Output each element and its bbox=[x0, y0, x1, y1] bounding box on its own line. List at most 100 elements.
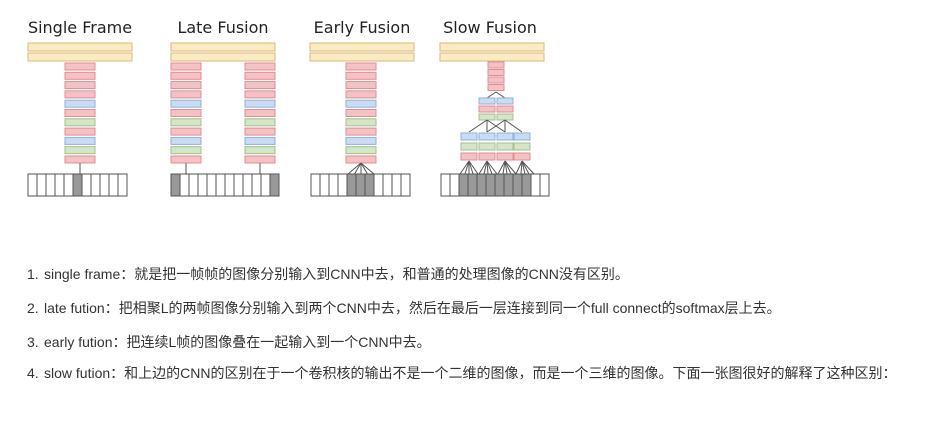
conv-layer-block bbox=[170, 81, 202, 90]
video-frame bbox=[346, 173, 357, 197]
connection-line bbox=[464, 160, 470, 175]
conv-layer-block bbox=[345, 118, 377, 127]
conv-layer-block bbox=[345, 109, 377, 117]
note-late-fusion: 2.late fution：把相聚L的两帧图像分别输入到两个CNN中去，然后在最… bbox=[0, 296, 947, 320]
video-frame bbox=[449, 173, 460, 197]
slow-fusion-low-block bbox=[513, 132, 531, 141]
conv-layer-block bbox=[170, 146, 202, 155]
panel-title-slow-fusion: Slow Fusion bbox=[443, 18, 537, 37]
slow-fusion-mid-block bbox=[496, 105, 514, 113]
conv-layer-block bbox=[170, 71, 202, 80]
conv-layer-block bbox=[64, 118, 96, 127]
video-frame bbox=[319, 173, 330, 197]
panel-title-late-fusion: Late Fusion bbox=[177, 18, 268, 37]
video-frame bbox=[391, 173, 402, 197]
conv-layer-block bbox=[345, 62, 377, 71]
video-frame bbox=[440, 173, 451, 197]
video-frame bbox=[215, 173, 226, 197]
conv-layer-block bbox=[170, 90, 202, 99]
note-text: single frame：就是把一帧帧的图像分别输入到CNN中去，和普通的处理图… bbox=[44, 266, 629, 282]
conv-layer-block bbox=[64, 109, 96, 117]
connection-line bbox=[521, 160, 526, 175]
conv-layer-block bbox=[345, 90, 377, 99]
connection-line bbox=[468, 160, 479, 175]
connection-line bbox=[354, 162, 362, 175]
connection-line bbox=[347, 162, 362, 175]
conv-layer-block bbox=[64, 155, 96, 164]
conv-layer-block bbox=[170, 99, 202, 108]
video-frame bbox=[72, 173, 83, 197]
connection-line bbox=[502, 160, 506, 175]
conv-layer-block bbox=[244, 90, 276, 99]
slow-fusion-low-block bbox=[496, 142, 514, 151]
video-frame bbox=[310, 173, 321, 197]
conv-layer-block bbox=[345, 127, 377, 136]
video-frame bbox=[485, 173, 496, 197]
conv-layer-block bbox=[345, 71, 377, 80]
slow-fusion-low-block bbox=[460, 132, 478, 141]
video-frame bbox=[188, 173, 199, 197]
conv-layer-block bbox=[244, 136, 276, 145]
slow-fusion-low-block bbox=[460, 152, 478, 161]
connection-line bbox=[504, 160, 512, 175]
note-early-fusion: 3.early fution：把连续L帧的图像叠在一起输入到一个CNN中去。 bbox=[0, 330, 947, 354]
note-text: late fution：把相聚L的两帧图像分别输入到两个CNN中去，然后在最后一… bbox=[44, 300, 781, 316]
note-single-frame: 1. single frame：就是把一帧帧的图像分别输入到CNN中去，和普通的处… bbox=[0, 262, 947, 286]
connection-line bbox=[459, 160, 470, 175]
video-frame bbox=[206, 173, 217, 197]
slow-fusion-low-block bbox=[460, 142, 478, 151]
video-frame bbox=[233, 173, 244, 197]
conv-layer-block bbox=[244, 146, 276, 155]
conv-layer-block bbox=[487, 69, 505, 76]
video-frame bbox=[337, 173, 348, 197]
connection-line bbox=[495, 91, 506, 99]
conv-layer-block bbox=[170, 62, 202, 71]
conv-layer-block bbox=[345, 136, 377, 145]
slow-fusion-mid-block bbox=[496, 97, 514, 105]
conv-layer-block bbox=[487, 84, 505, 91]
video-frame bbox=[90, 173, 101, 197]
note-text: early fution：把连续L帧的图像叠在一起输入到一个CNN中去。 bbox=[44, 334, 431, 350]
video-frame bbox=[494, 173, 505, 197]
slow-fusion-mid-block bbox=[478, 105, 496, 113]
video-frame bbox=[400, 173, 411, 197]
video-frame bbox=[521, 173, 532, 197]
note-number: 1. bbox=[27, 266, 39, 282]
conv-layer-block bbox=[244, 99, 276, 108]
conv-layer-block bbox=[244, 127, 276, 136]
video-frame bbox=[328, 173, 339, 197]
conv-layer-block bbox=[345, 146, 377, 155]
softmax-layer bbox=[309, 42, 415, 52]
video-fusion-diagram: Single Frame Late Fusion Early Fusion Sl… bbox=[27, 18, 550, 197]
connection-line bbox=[468, 119, 488, 133]
video-frame bbox=[503, 173, 514, 197]
panel-title-single-frame: Single Frame bbox=[28, 18, 132, 37]
video-frame bbox=[458, 173, 469, 197]
conv-layer-block bbox=[64, 127, 96, 136]
conv-layer-block bbox=[170, 127, 202, 136]
video-frame bbox=[467, 173, 478, 197]
fusion-notes-list: 1. single frame：就是把一帧帧的图像分别输入到CNN中去，和普通的处… bbox=[0, 262, 947, 394]
slow-fusion-low-block bbox=[513, 142, 531, 151]
slow-fusion-low-block bbox=[513, 152, 531, 161]
video-frame bbox=[36, 173, 47, 197]
note-number: 4. bbox=[27, 365, 39, 381]
video-frame bbox=[197, 173, 208, 197]
softmax-layer bbox=[170, 42, 276, 52]
note-text: slow fution：和上边的CNN的区别在于一个卷积核的输出不是一个二维的图… bbox=[44, 365, 897, 381]
fully-connected-layer bbox=[439, 52, 545, 62]
video-frame bbox=[108, 173, 119, 197]
video-frame bbox=[99, 173, 110, 197]
slow-fusion-mid-block bbox=[478, 113, 496, 121]
softmax-layer bbox=[439, 42, 545, 52]
connection-line bbox=[497, 160, 506, 175]
conv-layer-block bbox=[487, 76, 505, 84]
video-frame bbox=[512, 173, 523, 197]
connection-line bbox=[486, 160, 493, 175]
video-frame bbox=[63, 173, 74, 197]
video-frame bbox=[269, 173, 280, 197]
slow-fusion-mid-block bbox=[478, 97, 496, 105]
note-slow-fusion: 4. slow fution：和上边的CNN的区别在于一个卷积核的输出不是一个二维… bbox=[0, 361, 947, 385]
conv-layer-block bbox=[170, 118, 202, 127]
fully-connected-layer bbox=[27, 52, 133, 62]
